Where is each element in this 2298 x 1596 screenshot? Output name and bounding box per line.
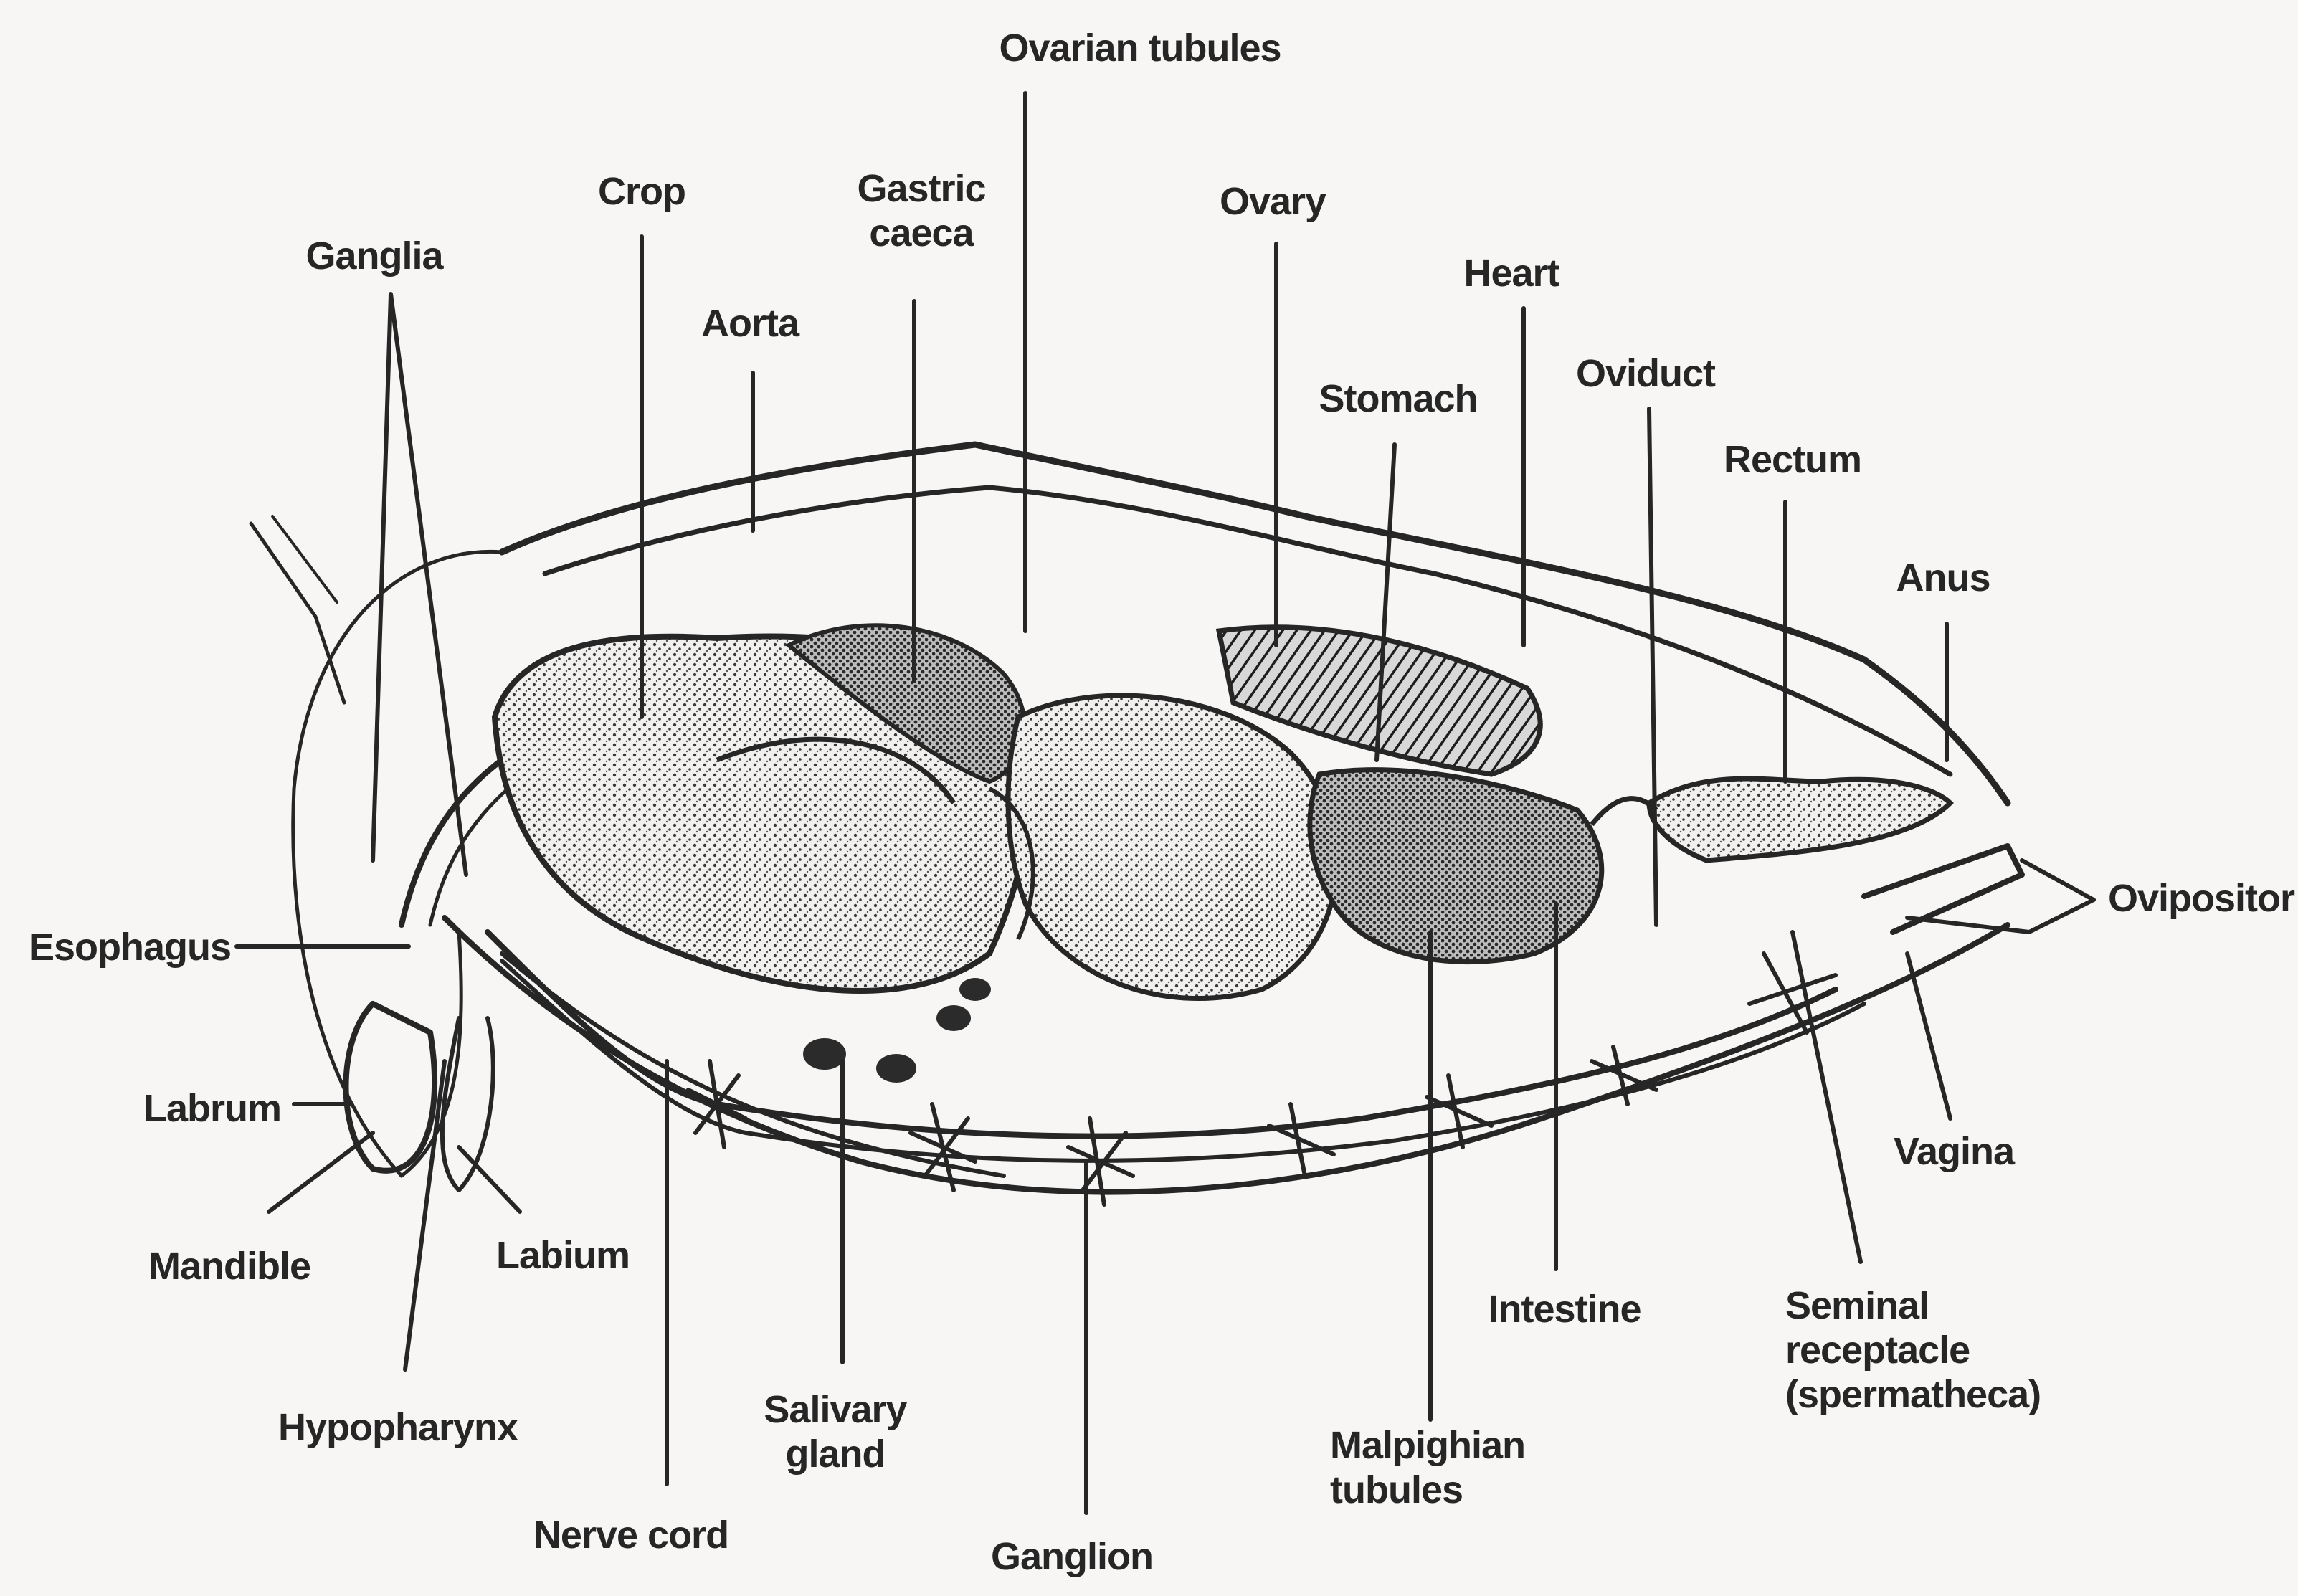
label-ganglion: Ganglion	[991, 1534, 1153, 1579]
label-heart: Heart	[1463, 251, 1559, 295]
leader-oviduct	[1649, 409, 1656, 925]
label-aorta: Aorta	[701, 301, 799, 346]
leader-vagina	[1907, 954, 1950, 1118]
label-labrum: Labrum	[143, 1086, 281, 1131]
leader-ganglia	[373, 294, 466, 875]
salivary-gland-shape	[803, 978, 991, 1083]
label-oviduct: Oviduct	[1576, 351, 1715, 396]
label-stomach: Stomach	[1319, 376, 1477, 421]
label-ovipositor: Ovipositor	[2108, 876, 2294, 921]
label-nerve-cord: Nerve cord	[533, 1513, 728, 1557]
leader-mandible	[269, 1133, 373, 1212]
labium-shape	[442, 1018, 493, 1190]
label-ovarian-tubules: Ovarian tubules	[999, 26, 1281, 70]
leader-seminal-receptacle	[1793, 932, 1861, 1262]
stomach-shape	[1008, 695, 1336, 998]
label-intestine: Intestine	[1488, 1287, 1641, 1331]
label-esophagus: Esophagus	[29, 925, 231, 969]
leader-hypopharynx	[405, 1061, 445, 1369]
label-ganglia: Ganglia	[305, 234, 442, 278]
leader-ovipositor	[2022, 860, 2094, 932]
label-rectum: Rectum	[1724, 437, 1861, 482]
label-anus: Anus	[1896, 556, 1990, 600]
label-ovary: Ovary	[1220, 179, 1326, 224]
label-hypopharynx: Hypopharynx	[278, 1405, 518, 1450]
ovipositor-shape	[1864, 846, 2022, 932]
label-labium: Labium	[496, 1233, 630, 1278]
label-mandible: Mandible	[148, 1244, 310, 1288]
label-crop: Crop	[598, 169, 685, 214]
rectum-shape	[1649, 779, 1950, 860]
label-malpighian-tubules: Malpighian tubules	[1330, 1423, 1525, 1512]
label-seminal-receptacle: Seminal receptacle (spermatheca)	[1785, 1283, 2041, 1417]
label-gastric-caeca: Gastric caeca	[857, 166, 985, 255]
label-salivary-gland: Salivary gland	[764, 1387, 906, 1476]
label-vagina: Vagina	[1894, 1129, 2014, 1174]
